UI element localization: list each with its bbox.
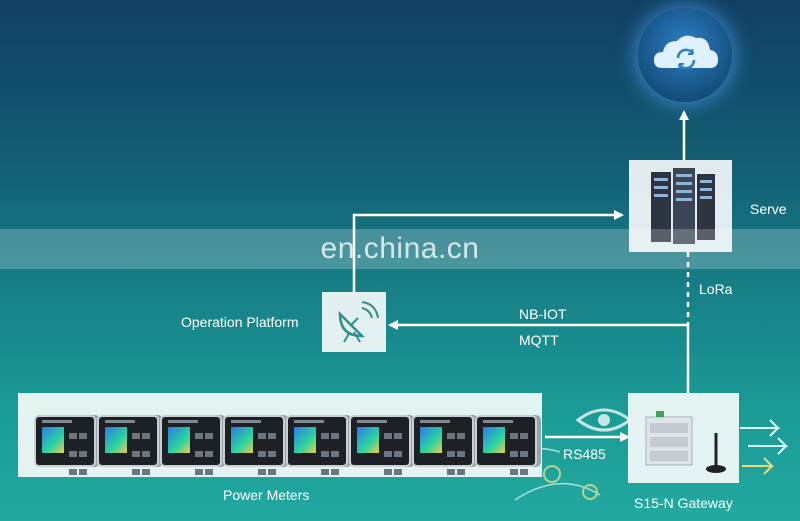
mqtt-label: MQTT <box>519 332 559 348</box>
rs485-label: RS485 <box>563 446 606 462</box>
server-label: Serve <box>750 201 787 217</box>
watermark: en.china.cn <box>0 229 800 269</box>
power-meters-label: Power Meters <box>223 487 309 503</box>
operation-platform-node <box>322 292 386 352</box>
operation-platform-label: Operation Platform <box>181 314 299 330</box>
cloud-sync-icon <box>638 8 732 102</box>
gateway-device-icon <box>628 393 739 483</box>
chevron-decoration <box>740 420 786 474</box>
cloud-node <box>638 8 732 102</box>
nbiot-label: NB-IOT <box>519 306 566 322</box>
lora-label: LoRa <box>699 281 732 297</box>
satellite-dish-icon <box>322 292 386 352</box>
gateway-label: S15-N Gateway <box>634 495 733 511</box>
gateway-node <box>628 393 739 483</box>
